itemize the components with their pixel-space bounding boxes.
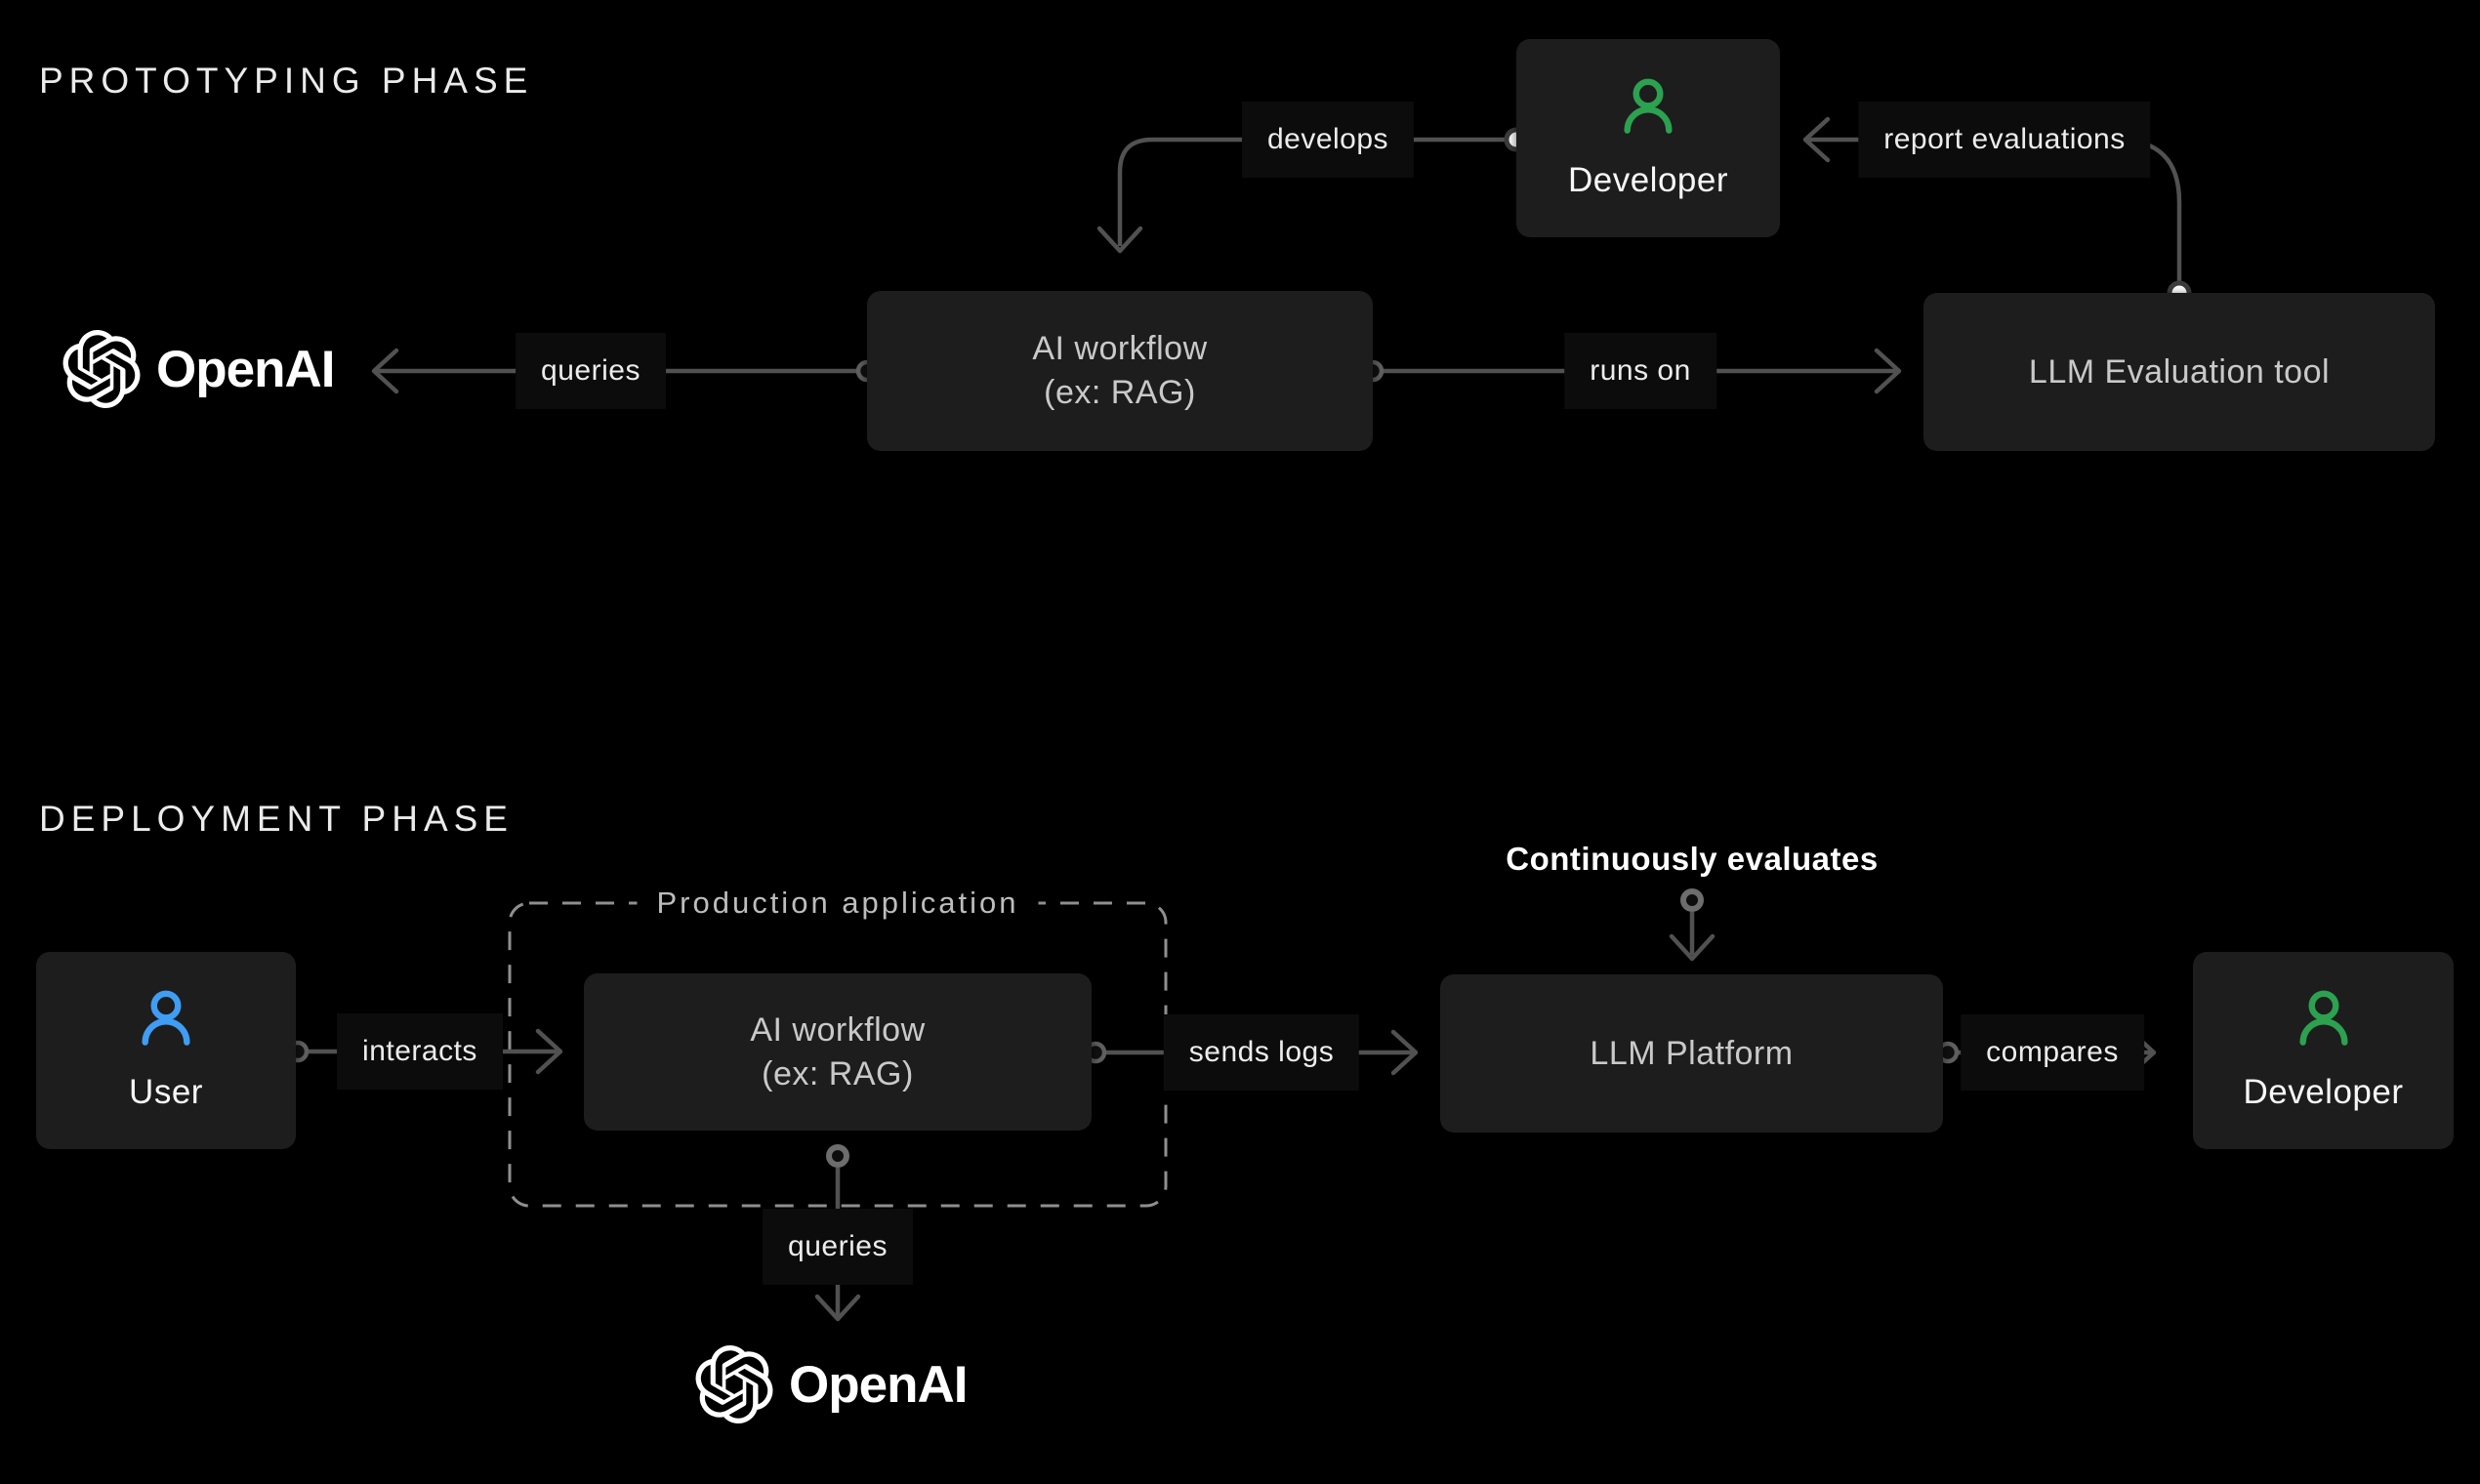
node-developer-bottom: Developer <box>2193 952 2454 1149</box>
port-ai-workflow-bottom-bottom <box>826 1144 849 1168</box>
openai-logo-bottom: OpenAI <box>695 1345 968 1423</box>
llm-evaluation-tool-label: LLM Evaluation tool <box>2028 352 2331 391</box>
node-llm-platform: LLM Platform <box>1440 974 1943 1133</box>
edge-label-report-evaluations: report evaluations <box>1858 102 2151 178</box>
edge-develops-arrow <box>1096 137 1516 254</box>
user-label: User <box>129 1073 203 1111</box>
edge-label-continuously-evaluates: Continuously evaluates <box>1506 841 1879 877</box>
node-ai-workflow-bottom: AI workflow (ex: RAG) <box>584 973 1092 1131</box>
deployment-phase-title: DEPLOYMENT PHASE <box>39 799 514 839</box>
node-user: User <box>36 952 296 1149</box>
node-ai-workflow-top: AI workflow (ex: RAG) <box>867 291 1373 451</box>
developer-top-label: Developer <box>1567 160 1729 199</box>
openai-logo-icon <box>62 330 141 408</box>
ai-workflow-top-line1: AI workflow <box>1032 330 1208 368</box>
edge-label-queries-top: queries <box>516 333 666 409</box>
edge-label-interacts: interacts <box>337 1013 503 1090</box>
openai-logo-icon <box>695 1345 773 1423</box>
developer-bottom-label: Developer <box>2243 1073 2404 1111</box>
openai-logo-top: OpenAI <box>62 330 335 408</box>
edge-continuously-evaluates-arrow <box>1669 912 1715 962</box>
node-llm-evaluation-tool: LLM Evaluation tool <box>1923 293 2435 451</box>
port-continuously-evaluates <box>1680 888 1704 912</box>
edge-label-compares: compares <box>1961 1014 2144 1091</box>
developer-person-icon <box>2298 990 2348 1046</box>
edge-label-runs-on: runs on <box>1564 333 1716 409</box>
edge-label-queries-bottom: queries <box>763 1209 913 1285</box>
ai-workflow-bottom-line1: AI workflow <box>750 1010 926 1049</box>
production-application-label: Production application <box>637 882 1039 925</box>
ai-workflow-bottom-line2: (ex: RAG) <box>762 1054 914 1092</box>
edge-label-develops: develops <box>1241 102 1415 178</box>
user-person-icon <box>142 990 190 1046</box>
llm-platform-label: LLM Platform <box>1590 1034 1794 1072</box>
developer-person-icon <box>1624 78 1673 134</box>
openai-wordmark: OpenAI <box>789 1355 968 1414</box>
prototyping-phase-title: PROTOTYPING PHASE <box>39 61 534 101</box>
ai-workflow-top-line2: (ex: RAG) <box>1044 374 1196 411</box>
edge-label-sends-logs: sends logs <box>1163 1014 1360 1091</box>
openai-wordmark: OpenAI <box>156 340 335 398</box>
node-developer-top: Developer <box>1516 39 1780 237</box>
